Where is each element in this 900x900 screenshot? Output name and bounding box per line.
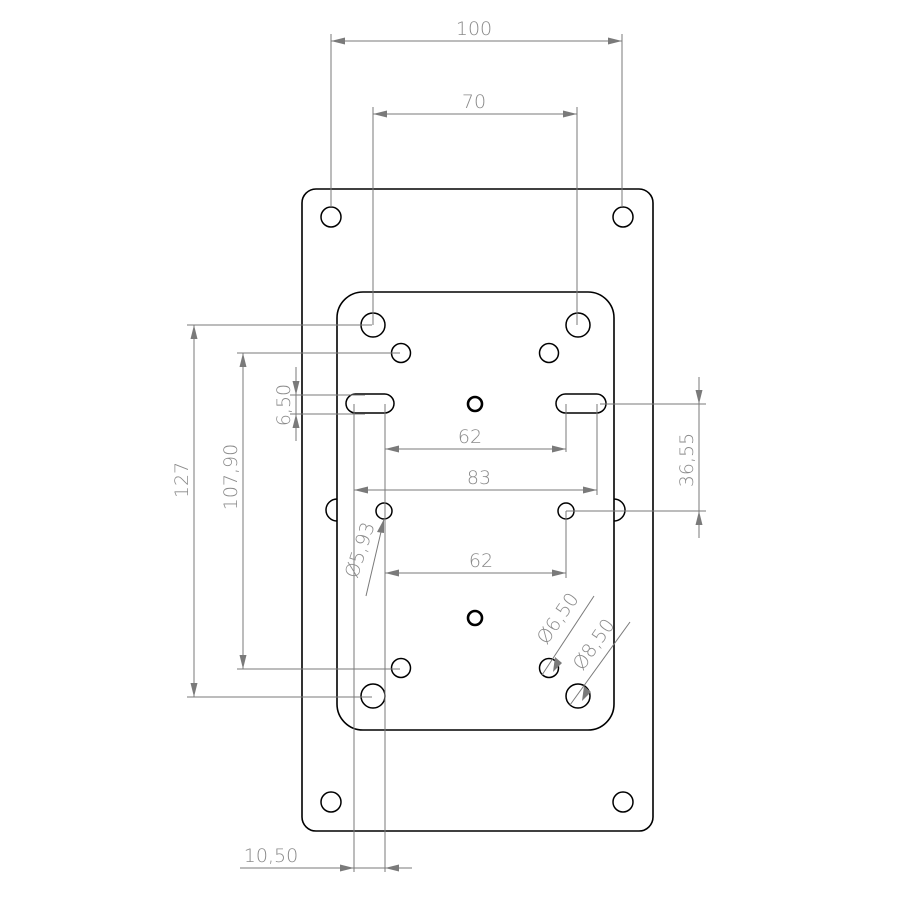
dim-107-90: 107,90 bbox=[220, 444, 242, 510]
dim-dia-5-93: Ø5,93 bbox=[341, 520, 380, 581]
center-hole-bottom bbox=[466, 609, 484, 627]
outer-plate bbox=[301, 188, 654, 832]
dim-62-top: 62 bbox=[458, 426, 482, 448]
vesa-100-holes bbox=[320, 206, 634, 813]
dim-6-50: 6,50 bbox=[273, 384, 295, 426]
dim-dia-6-50: Ø6,50 bbox=[533, 589, 584, 649]
dimension-lines bbox=[187, 34, 706, 872]
dim-10-50: 10,50 bbox=[244, 845, 298, 867]
slot-left bbox=[345, 393, 395, 414]
dim-36-55: 36,55 bbox=[676, 433, 698, 487]
dim-62-bottom: 62 bbox=[469, 550, 493, 572]
slot-right bbox=[555, 393, 607, 414]
dim-83: 83 bbox=[467, 467, 491, 489]
vesa-70-holes bbox=[360, 312, 591, 709]
center-hole-top bbox=[466, 395, 484, 413]
dim-70: 70 bbox=[462, 91, 486, 113]
dim-100: 100 bbox=[456, 18, 492, 40]
dim-127: 127 bbox=[171, 462, 193, 498]
